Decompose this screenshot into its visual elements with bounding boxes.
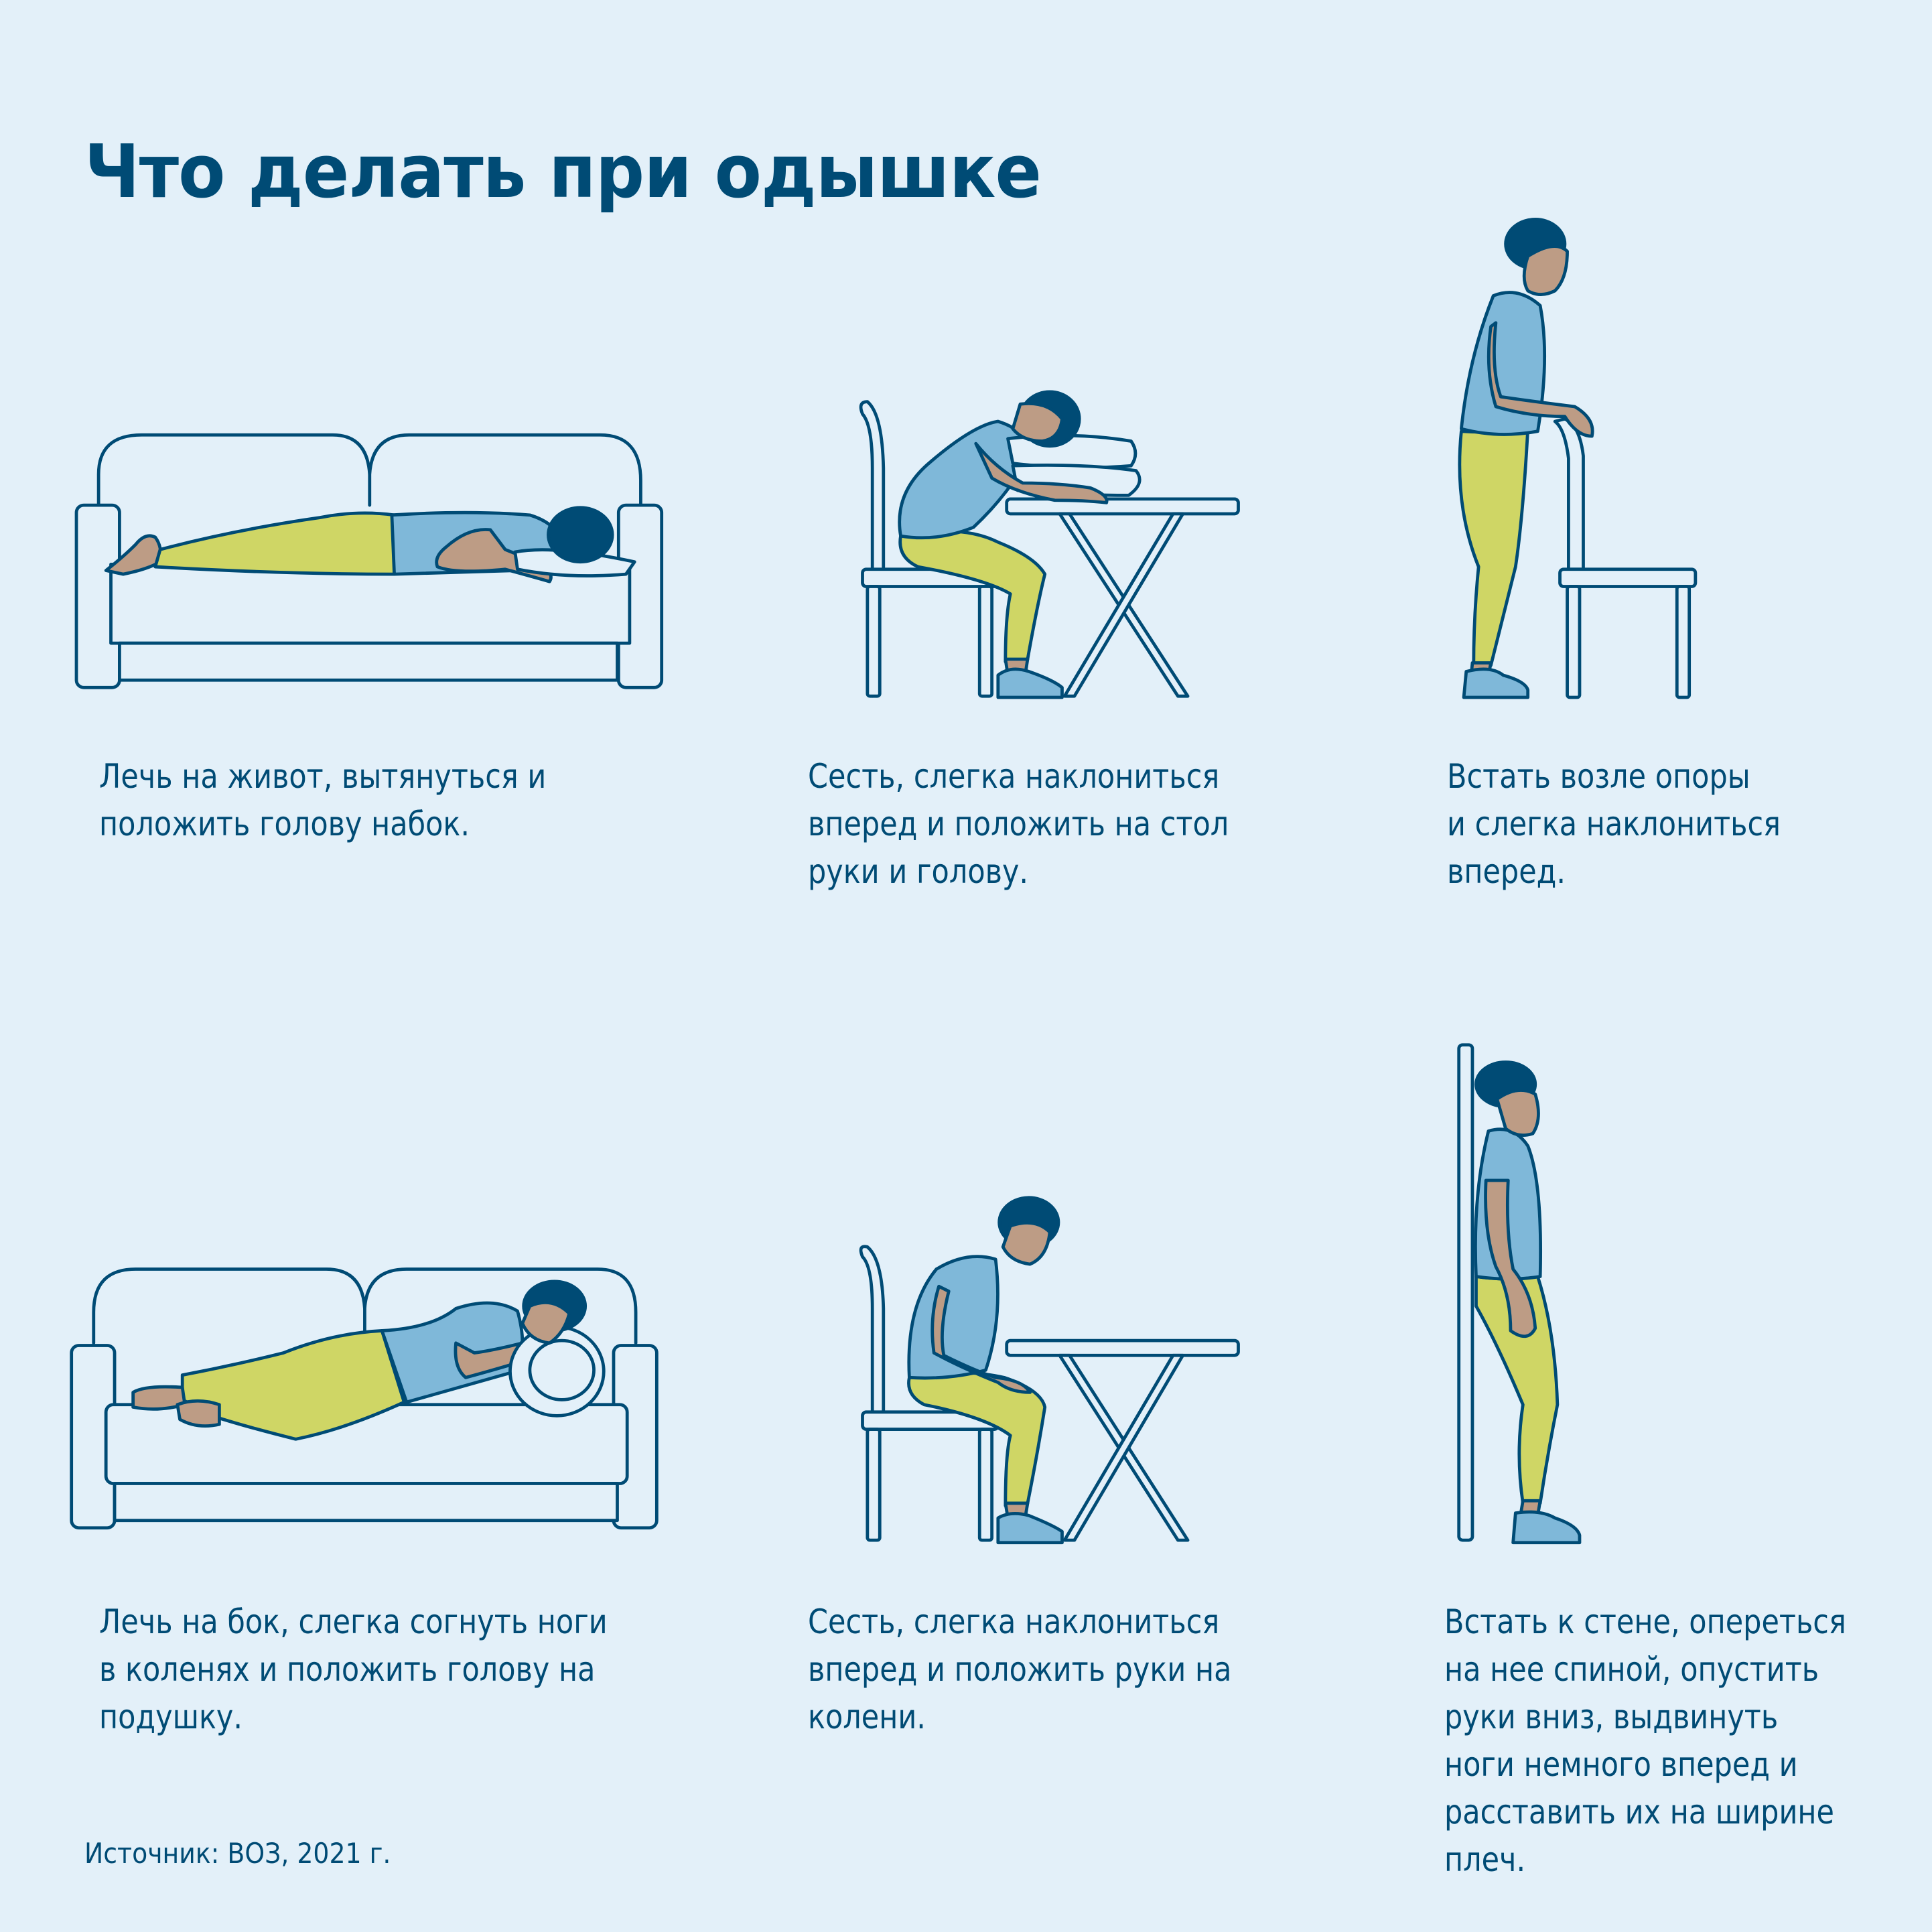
table-icon	[1005, 1338, 1240, 1542]
page-title: Что делать при одышке	[84, 128, 1042, 214]
caption-line: подушку.	[99, 1698, 243, 1736]
caption-line: вперед и положить руки на	[808, 1650, 1232, 1689]
caption-line: ноги немного вперед и	[1444, 1745, 1798, 1784]
caption-stand-near-support: Встать возле опоры и слегка наклониться …	[1447, 753, 1781, 896]
person-sitting-head-on-table	[898, 390, 1142, 699]
caption-stand-against-wall: Встать к стене, опереться на нее спиной,…	[1444, 1598, 1846, 1884]
person-standing-near-support	[1458, 218, 1594, 699]
wall-icon	[1457, 1043, 1474, 1542]
caption-line: вперед и положить на стол	[808, 805, 1229, 843]
person-lying-on-side	[131, 1280, 606, 1441]
caption-line: Сесть, слегка наклониться	[808, 1602, 1220, 1641]
caption-sit-lean-on-table: Сесть, слегка наклониться вперед и полож…	[808, 753, 1229, 896]
caption-line: Сесть, слегка наклониться	[808, 757, 1220, 796]
person-sitting-hands-on-knees	[907, 1196, 1064, 1545]
chair-icon	[859, 400, 1000, 698]
table-icon	[1005, 497, 1240, 698]
caption-line: расставить их на ширине	[1444, 1793, 1834, 1832]
caption-line: Встать к стене, опереться	[1444, 1602, 1846, 1641]
caption-lie-on-stomach: Лечь на живот, вытянуться и положить гол…	[99, 753, 546, 848]
caption-line: руки и голову.	[808, 852, 1029, 891]
caption-line: Встать возле опоры	[1447, 757, 1750, 796]
caption-line: плеч.	[1444, 1840, 1526, 1879]
person-standing-against-wall	[1474, 1060, 1582, 1545]
caption-line: Лечь на живот, вытянуться и	[99, 757, 547, 796]
chair-back-icon	[1553, 417, 1698, 699]
caption-line: на нее спиной, опустить	[1444, 1650, 1819, 1689]
caption-sit-hands-on-knees: Сесть, слегка наклониться вперед и полож…	[808, 1598, 1231, 1741]
caption-lie-on-side: Лечь на бок, слегка согнуть ноги в колен…	[99, 1598, 608, 1741]
caption-line: положить голову набок.	[99, 805, 470, 843]
person-lying-on-stomach	[104, 506, 636, 583]
caption-line: руки вниз, выдвинуть	[1444, 1698, 1779, 1736]
caption-line: вперед.	[1447, 852, 1566, 891]
sofa-icon	[74, 433, 664, 689]
chair-icon	[859, 1245, 1000, 1542]
caption-line: Лечь на бок, слегка согнуть ноги	[99, 1602, 608, 1641]
caption-line: и слегка наклониться	[1447, 805, 1781, 843]
caption-line: колени.	[808, 1698, 926, 1736]
source-note: Источник: ВОЗ, 2021 г.	[84, 1837, 391, 1870]
caption-line: в коленях и положить голову на	[99, 1650, 596, 1689]
